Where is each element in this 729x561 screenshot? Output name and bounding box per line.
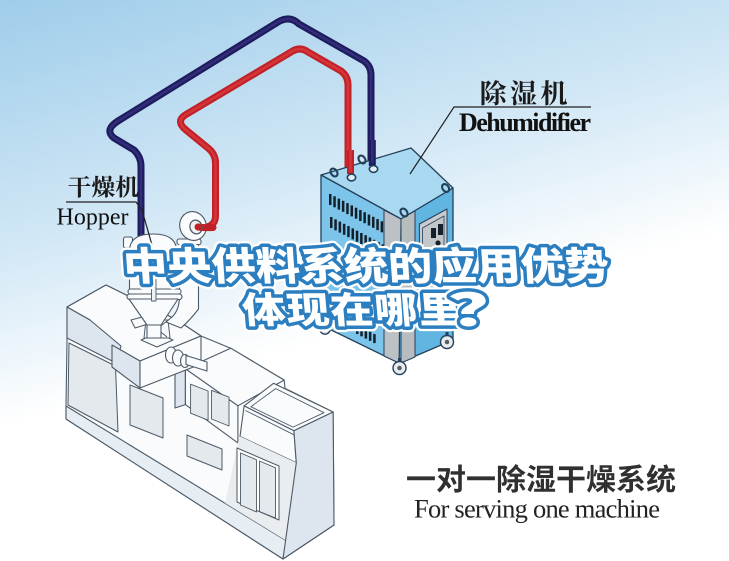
svg-text:Dehumidifier: Dehumidifier <box>459 108 591 137</box>
svg-text:For serving one machine: For serving one machine <box>414 494 660 524</box>
svg-text:Hopper: Hopper <box>57 205 129 231</box>
